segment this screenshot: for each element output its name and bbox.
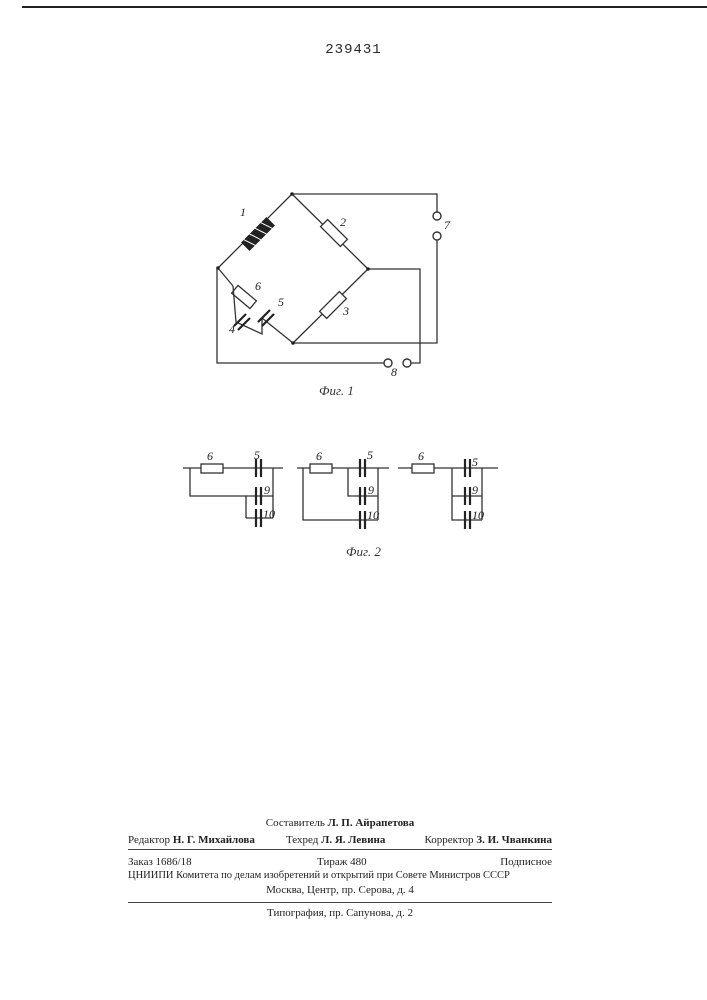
variant-b-label-6: 6: [316, 449, 322, 463]
wire-from-terminal-7: [293, 236, 437, 343]
variant-b-label-5: 5: [367, 448, 373, 462]
variant-c-resistor-6: [412, 464, 434, 473]
element-1-transducer: [241, 217, 275, 251]
corrector-line: Корректор З. И. Чванкина: [424, 834, 552, 846]
colophon-divider-1: [128, 849, 552, 850]
variant-a-label-6: 6: [207, 449, 213, 463]
variant-a-label-9: 9: [264, 483, 270, 497]
variant-c-label-9: 9: [472, 483, 478, 497]
variant-c-label-10: 10: [472, 508, 484, 522]
editor-line: Редактор Н. Г. Михайлова: [128, 834, 255, 846]
node-top: [290, 192, 294, 196]
label-4: 4: [229, 322, 235, 336]
label-8: 8: [391, 365, 397, 379]
techred-line: Техред Л. Я. Левина: [286, 834, 385, 846]
node-right: [366, 267, 370, 271]
bridge-bottom-left-edge: [218, 268, 233, 286]
variant-a-resistor-6: [201, 464, 223, 473]
variant-a-label-10: 10: [263, 507, 275, 521]
figure-2-variant-b: 6 5 9 10: [297, 448, 389, 529]
node-left: [216, 266, 220, 270]
variant-a-branch: [190, 468, 246, 518]
circulation: Тираж 480: [317, 856, 367, 868]
label-1: 1: [240, 205, 246, 219]
variant-c-label-6: 6: [418, 449, 424, 463]
compiler-name: Л. П. Айрапетова: [328, 817, 415, 829]
techred-label: Техред: [286, 834, 318, 846]
variant-b-resistor-6: [310, 464, 332, 473]
label-5: 5: [278, 295, 284, 309]
subscription: Подписное: [500, 856, 552, 868]
wire-to-terminal-7: [292, 194, 437, 212]
label-2: 2: [340, 215, 346, 229]
label-6: 6: [255, 279, 261, 293]
order-number: Заказ 1686/18: [128, 856, 192, 868]
terminal-8-right: [403, 359, 411, 367]
corrector-label: Корректор: [424, 834, 473, 846]
colophon-divider-2: [128, 902, 552, 903]
address: Москва, Центр, пр. Серова, д. 4: [128, 884, 552, 896]
figure-1-caption: Фиг. 1: [319, 383, 354, 398]
terminal-7-bottom: [433, 232, 441, 240]
techred-name: Л. Я. Левина: [321, 834, 385, 846]
label-7: 7: [444, 218, 451, 232]
variant-b-label-10: 10: [367, 508, 379, 522]
compiler-label: Составитель: [266, 817, 325, 829]
printer: Типография, пр. Сапунова, д. 2: [128, 907, 552, 919]
wire-right-node: [368, 269, 420, 363]
editor-name: Н. Г. Михайлова: [173, 834, 255, 846]
variant-b-label-9: 9: [368, 483, 374, 497]
corrector-name: З. И. Чванкина: [476, 834, 552, 846]
node-bottom: [291, 341, 295, 345]
resistor-6: [232, 285, 257, 308]
institute: ЦНИИПИ Комитета по делам изобретений и о…: [128, 870, 552, 881]
terminal-7-top: [433, 212, 441, 220]
label-3: 3: [342, 304, 349, 318]
wire-to-terminal-8: [217, 268, 384, 363]
variant-a-label-5: 5: [254, 448, 260, 462]
compiler-line: Составитель Л. П. Айрапетова: [128, 817, 552, 829]
figure-2-caption: Фиг. 2: [346, 544, 381, 559]
figure-2-variant-c: 6 5 9 10: [398, 449, 498, 529]
figure-2-variant-a: 6 5 9 10: [183, 448, 283, 527]
figure-1-bridge: 1 2 3 4 5 6 7 8 Фиг. 1: [216, 192, 451, 398]
editor-label: Редактор: [128, 834, 170, 846]
variant-c-label-5: 5: [472, 455, 478, 469]
